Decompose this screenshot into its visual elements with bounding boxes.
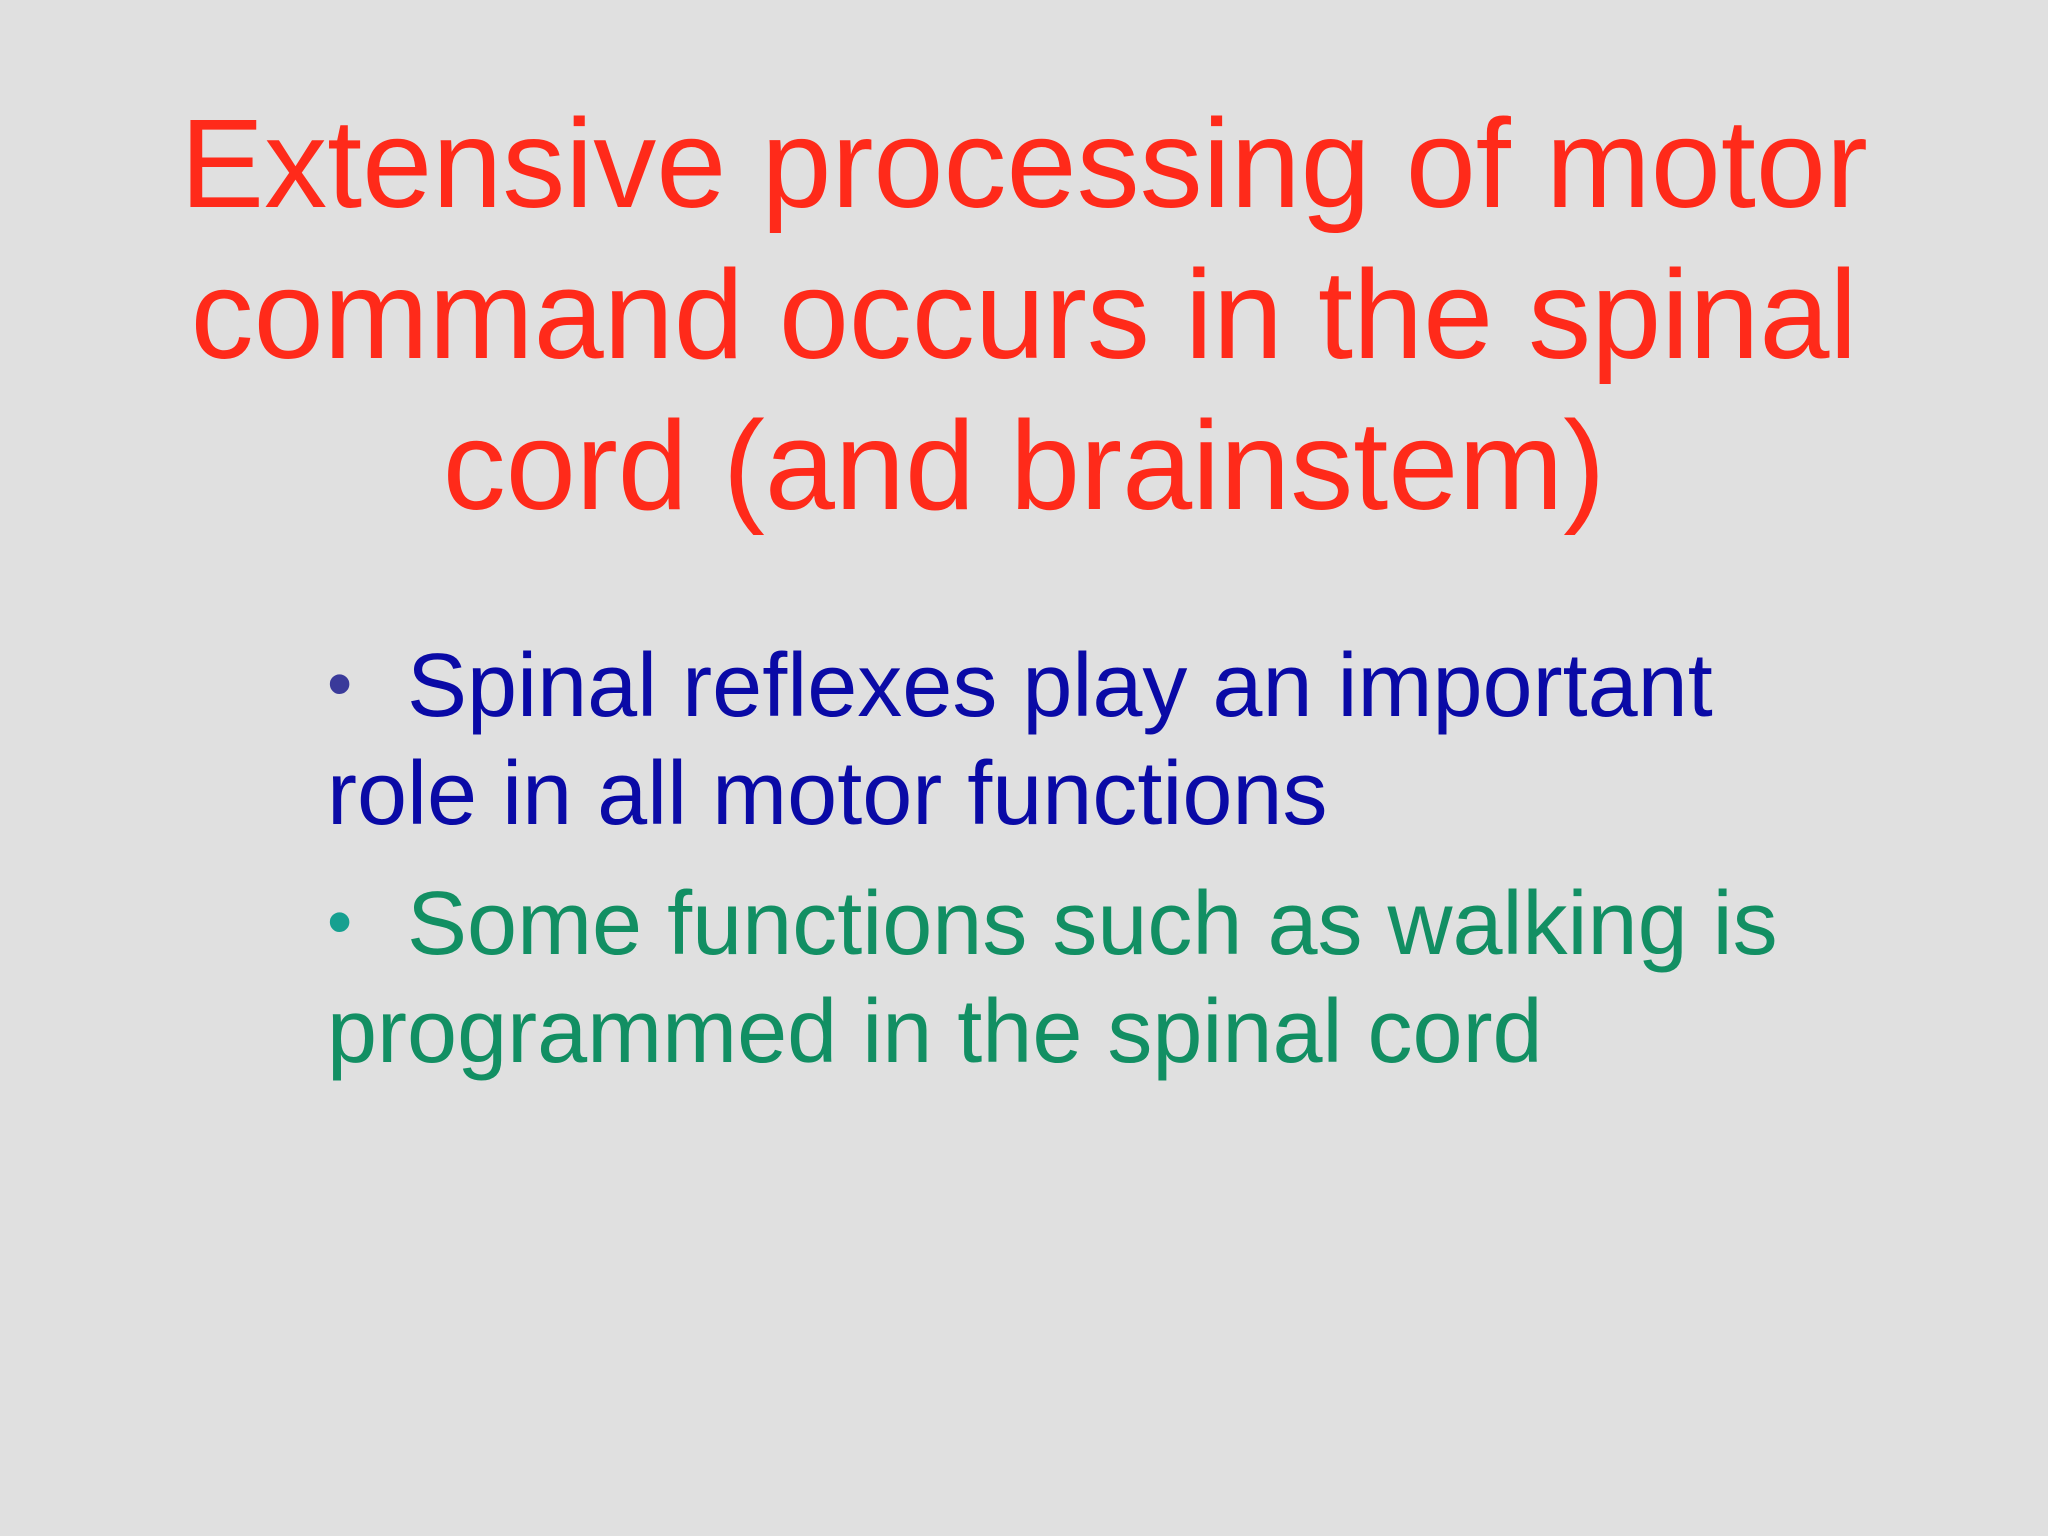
- bullet-text: Spinal reflexes play an important role i…: [327, 636, 1713, 844]
- bullet-list: •Spinal reflexes play an important role …: [327, 630, 1887, 1106]
- bullet-marker-icon: •: [327, 644, 353, 724]
- bullet-text: Some functions such as walking is progra…: [327, 874, 1778, 1082]
- slide-title: Extensive processing of motor command oc…: [180, 93, 1868, 536]
- bullet-item-walking-program: •Some functions such as walking is progr…: [327, 868, 1887, 1086]
- bullet-marker-icon: •: [327, 882, 353, 962]
- bullet-item-spinal-reflexes: •Spinal reflexes play an important role …: [327, 630, 1887, 848]
